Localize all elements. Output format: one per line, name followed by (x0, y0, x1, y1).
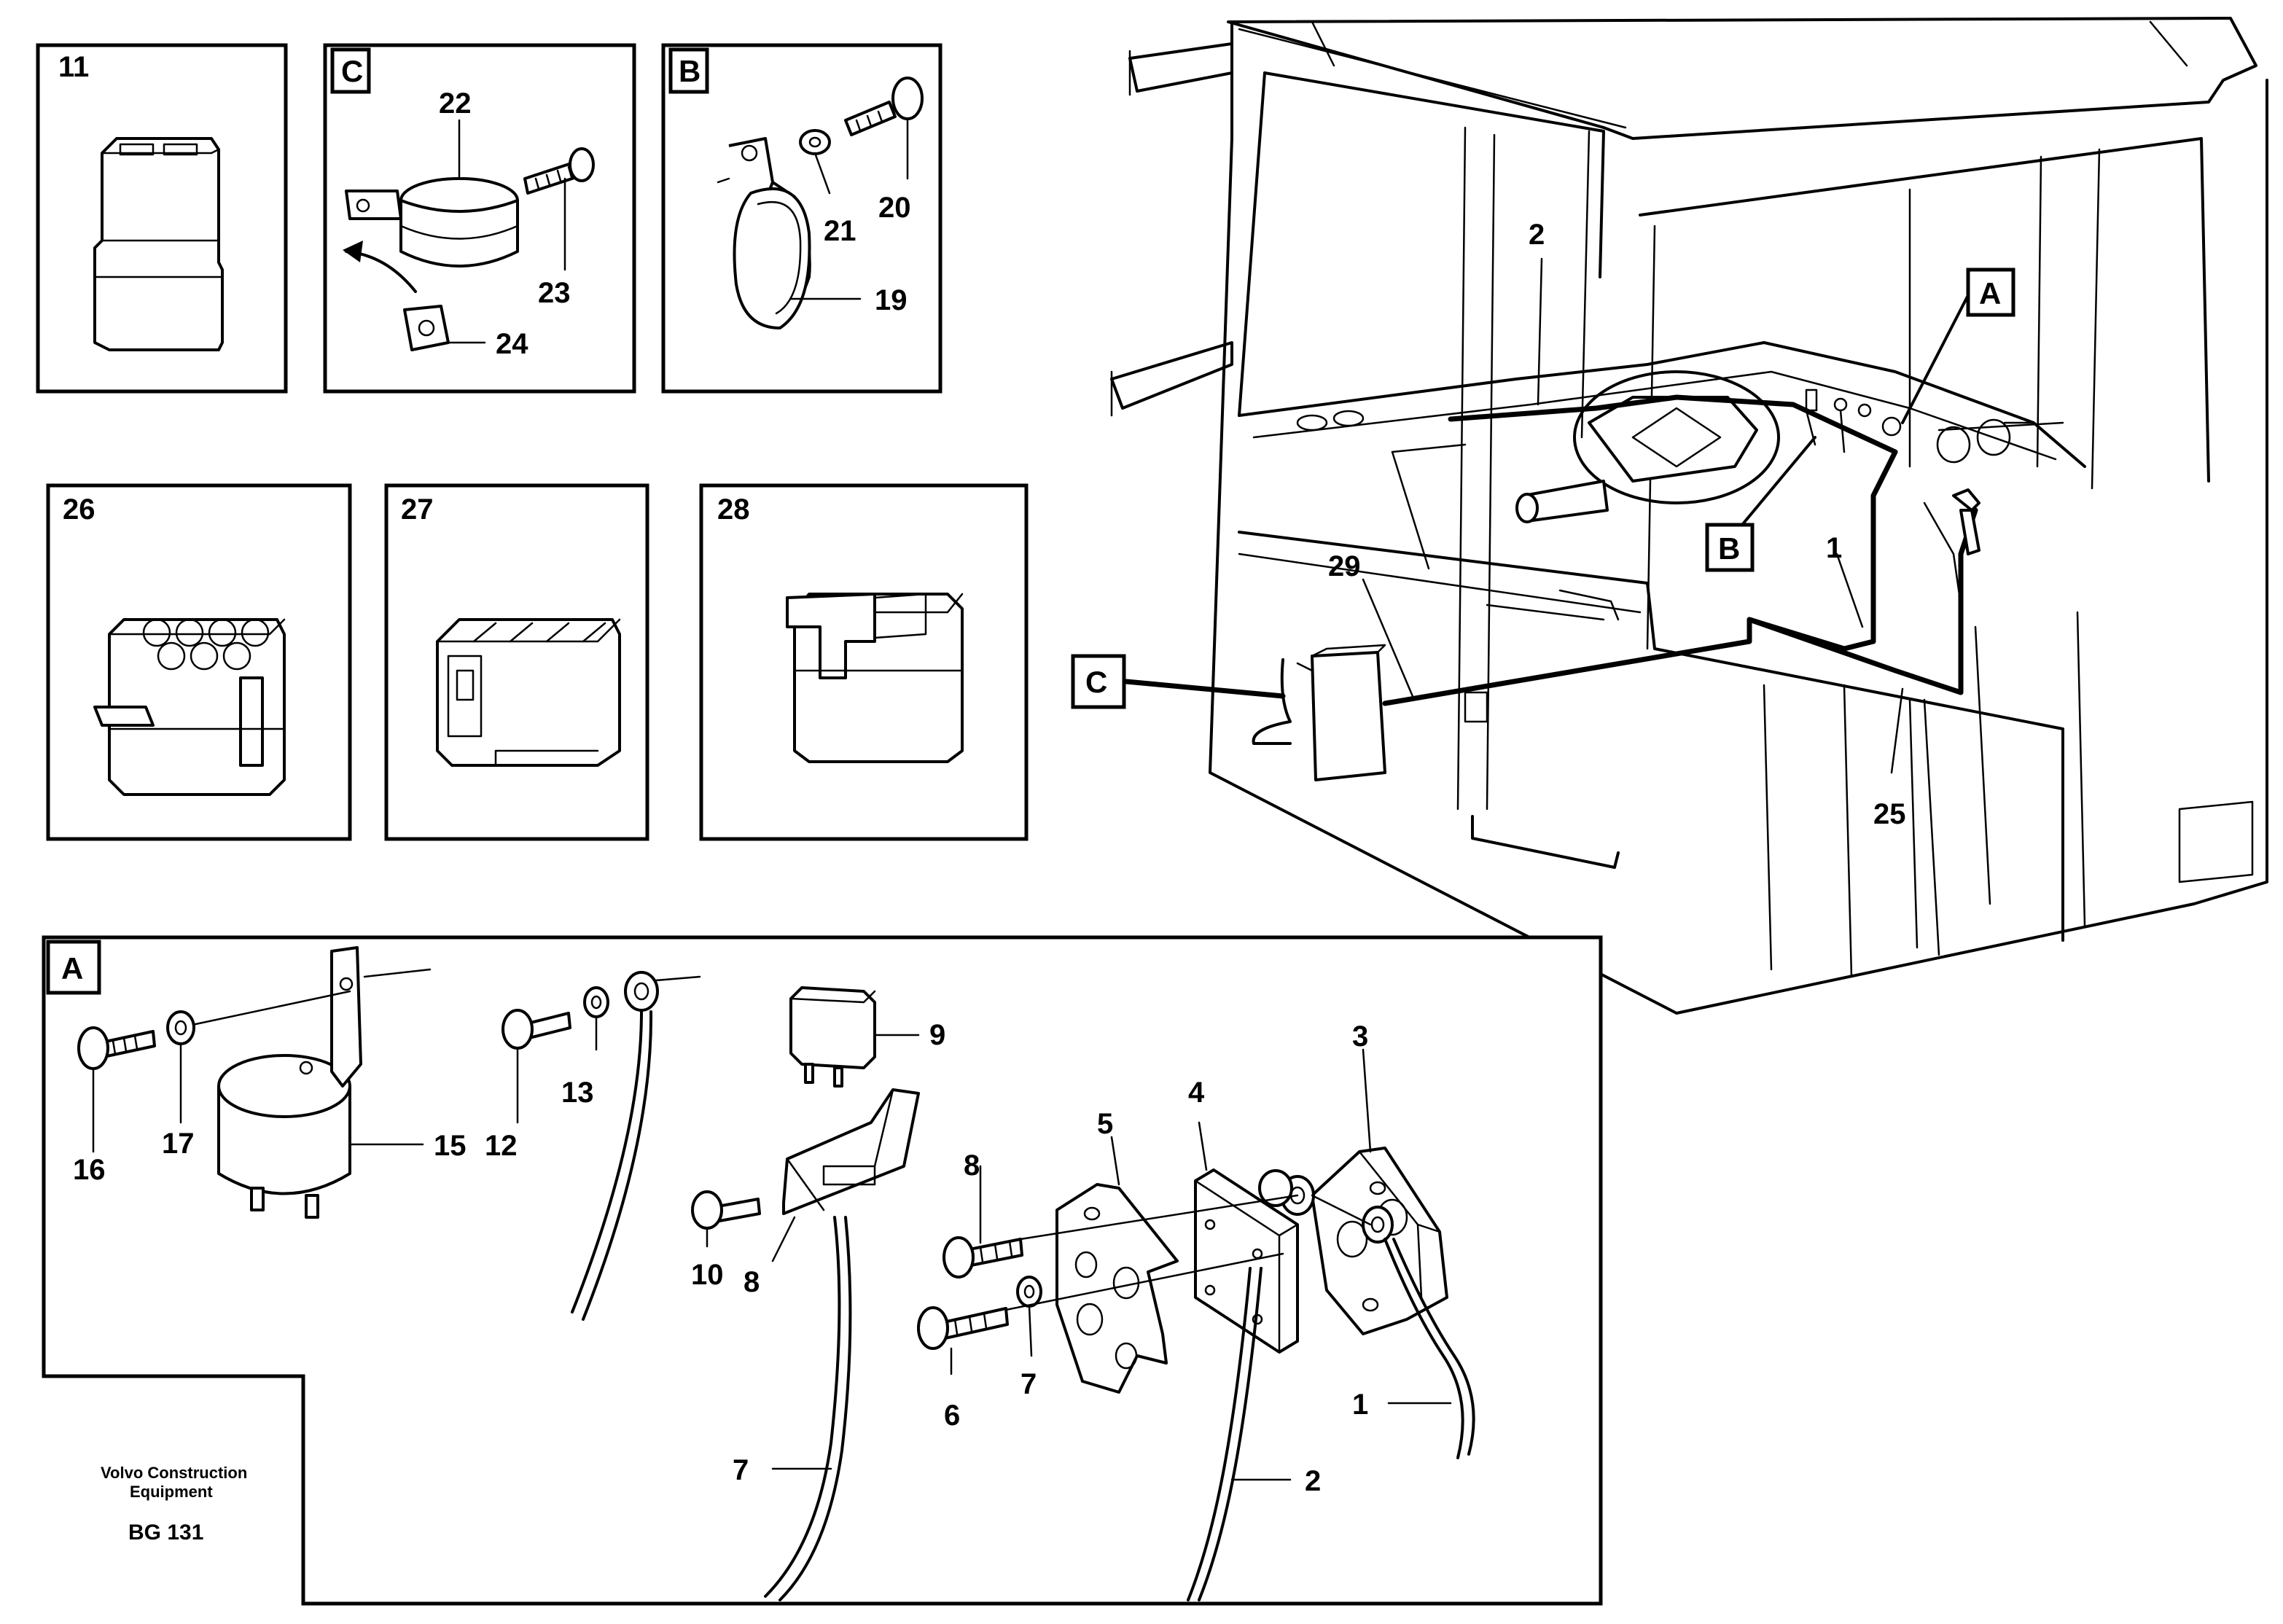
panel-C-tag: C (341, 54, 363, 88)
cab-part-label-25: 25 (1873, 798, 1906, 830)
part-label-15: 13 (561, 1077, 594, 1109)
company-name-line2: Equipment (130, 1483, 213, 1501)
part-label-4: 4 (1188, 1077, 1205, 1109)
cab-outline (1209, 20, 2268, 1015)
connector-26 (93, 618, 286, 796)
cab-roof (1227, 17, 2257, 140)
part-label-14: 12 (485, 1130, 518, 1162)
washer-15 (583, 986, 609, 1018)
part-label-19: 19 (875, 284, 908, 316)
screw-14 (502, 1009, 571, 1050)
part-label-22: 22 (439, 87, 472, 120)
part-label-8: 8 (964, 1149, 980, 1182)
assembly-arrow-head (343, 241, 363, 262)
panel-A-tag: A (61, 951, 83, 985)
part-label-23: 23 (538, 277, 571, 309)
part-label-24: 24 (496, 328, 528, 360)
screw-23 (523, 147, 595, 195)
clamp-22 (345, 177, 519, 268)
panel-B-tag: B (679, 54, 700, 88)
relay-12 (789, 986, 876, 1088)
panel-28-label: 28 (717, 493, 750, 526)
panel-11-label: 11 (58, 51, 89, 83)
cab-callout-A-label: A (1979, 276, 2001, 311)
panel-28: 28 (699, 483, 1029, 841)
connector-11 (93, 137, 224, 351)
cab-callout-C-label: C (1085, 665, 1107, 699)
screw-20 (844, 77, 924, 136)
washer-21 (799, 129, 831, 155)
panel-B: B 21 20 19 (661, 43, 943, 394)
cab-callout-B: B (1705, 436, 1816, 572)
socket-10 (782, 1088, 920, 1215)
part-label-2: 2 (1305, 1465, 1321, 1497)
panel-C: C 22 23 24 (323, 43, 636, 394)
part-label-12: 9 (929, 1019, 945, 1051)
cab-illustration (1110, 17, 2268, 1015)
plate-5 (1055, 1183, 1179, 1394)
cab-part-label-1: 1 (1826, 532, 1842, 564)
steering-wheel (1515, 370, 1780, 523)
panel-C-tag-box (330, 47, 371, 94)
connector-27 (436, 618, 621, 767)
panel-A-tag-box (46, 940, 101, 995)
cab-part-label-2: 2 (1529, 219, 1545, 251)
part-label-20: 20 (878, 192, 911, 224)
company-name-line1: Volvo Construction (101, 1464, 247, 1482)
panel-27: 27 (384, 483, 649, 841)
part-label-7: 7 (1020, 1368, 1037, 1400)
part-label-16: 15 (434, 1130, 467, 1162)
part-label-1: 1 (1352, 1389, 1368, 1421)
part-label-13: 10 (691, 1259, 724, 1291)
nut-24 (403, 305, 450, 351)
flasher-16 (217, 946, 362, 1219)
part-label-10: 8 (744, 1266, 760, 1298)
washer-7 (1016, 1276, 1042, 1308)
relay-box-29 (1252, 644, 1386, 781)
panel-26: 26 (46, 483, 352, 841)
part-label-3: 3 (1352, 1020, 1368, 1053)
part-label-5: 5 (1097, 1108, 1113, 1140)
panel-A: A 16 17 15 (42, 935, 1603, 1606)
part-label-21: 21 (824, 215, 856, 247)
part-label-6: 6 (944, 1399, 960, 1432)
cab-callout-B-label: B (1718, 531, 1740, 566)
relay-28 (786, 593, 964, 763)
panel-26-label: 26 (63, 493, 95, 526)
part-label-17: 16 (73, 1154, 106, 1186)
part-label-9: 7 (733, 1454, 749, 1486)
screw-6 (917, 1306, 1009, 1350)
panel-11: 11 (36, 43, 288, 394)
screw-17 (77, 1026, 156, 1070)
screw-13 (691, 1190, 761, 1230)
footer: Volvo Construction Equipment BG 131 (101, 1464, 247, 1545)
cab-part-label-29: 29 (1328, 550, 1361, 582)
clip-19 (717, 137, 811, 329)
drawing-code: BG 131 (128, 1520, 203, 1545)
cab-callout-C: C (1071, 654, 1286, 709)
part-label-18: 17 (162, 1128, 195, 1160)
panel-B-tag-box (668, 47, 709, 94)
cab-callout-A: A (1901, 268, 2015, 424)
panel-27-label: 27 (401, 493, 434, 526)
screw-8 (943, 1236, 1023, 1278)
ring-terminal (571, 971, 659, 1321)
ring-terminal-1 (1362, 1206, 1394, 1244)
cable-harness (1382, 394, 1898, 706)
